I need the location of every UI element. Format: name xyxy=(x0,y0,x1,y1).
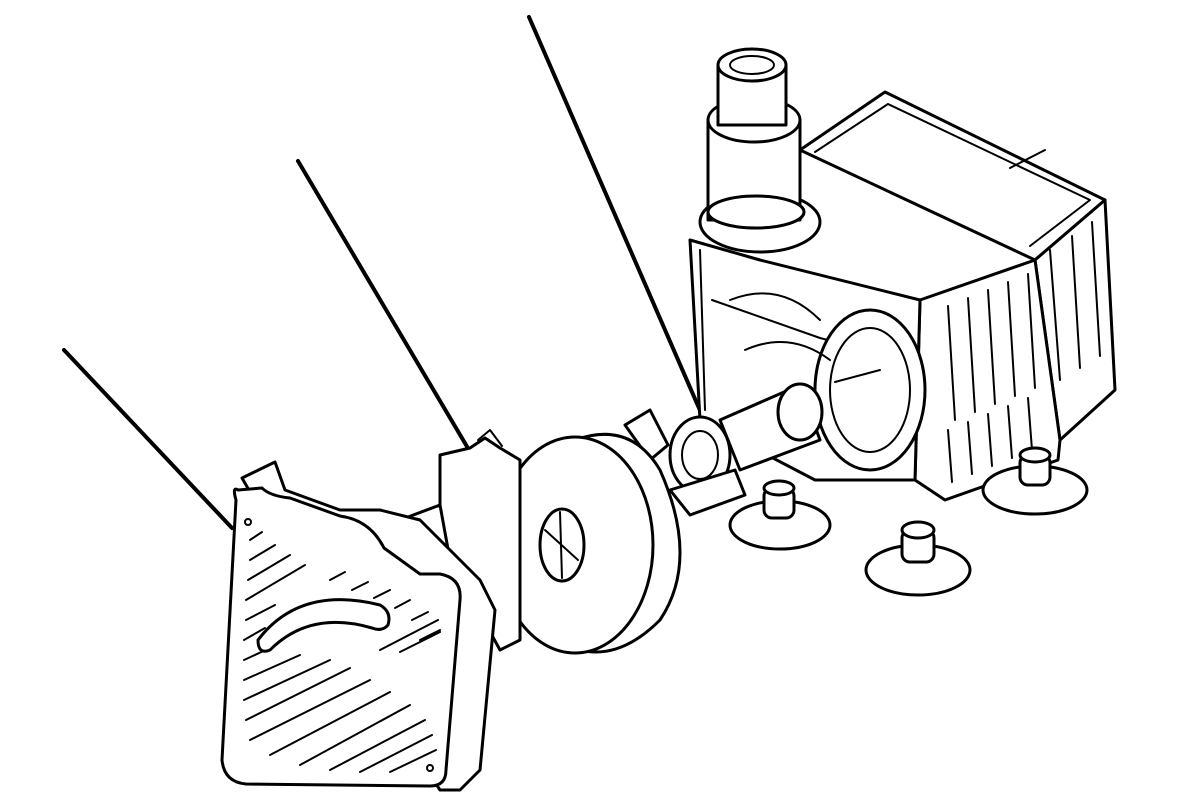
grille-slots xyxy=(243,531,441,773)
sponge-filter xyxy=(495,432,682,655)
impeller-shaft xyxy=(623,382,824,517)
suction-cup-left xyxy=(728,479,832,551)
outlet-nozzle xyxy=(698,47,822,254)
leader-line-impeller xyxy=(527,15,714,440)
leader-line-cover-plate xyxy=(296,159,474,457)
leader-lines xyxy=(62,15,714,530)
leader-line-grille xyxy=(62,348,234,530)
cooling-ribs xyxy=(947,221,1101,483)
suction-cup-middle xyxy=(864,520,972,597)
suction-cup-right xyxy=(981,446,1089,516)
front-grille-cover xyxy=(220,460,497,792)
